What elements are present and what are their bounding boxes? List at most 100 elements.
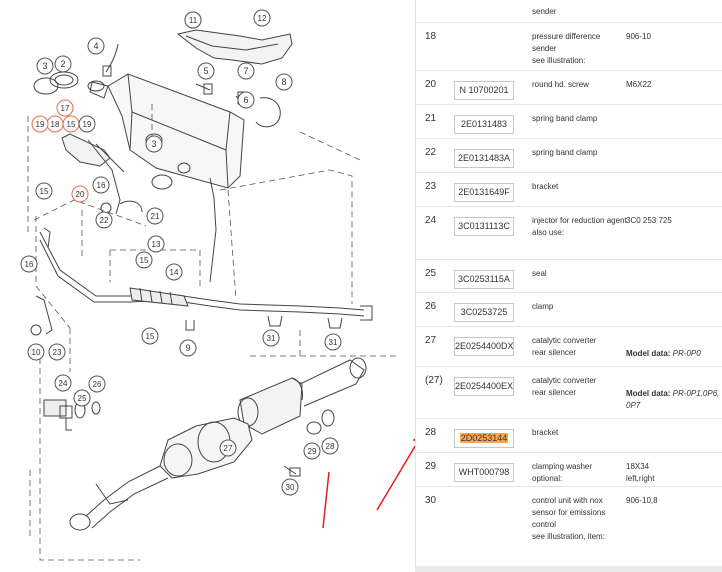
callout-24[interactable]: 24 bbox=[54, 374, 72, 392]
callout-circle bbox=[219, 439, 237, 457]
callout-17[interactable]: 17 bbox=[56, 99, 74, 117]
callout-8[interactable]: 8 bbox=[275, 73, 293, 91]
callout-label: 2 bbox=[60, 59, 65, 69]
part-number-button[interactable]: 2E0131483 bbox=[454, 115, 514, 134]
part-number-button[interactable]: N 10700201 bbox=[454, 81, 514, 100]
callout-circle bbox=[303, 442, 321, 460]
callout-circle bbox=[275, 73, 293, 91]
callout-28[interactable]: 28 bbox=[321, 437, 339, 455]
callout-7[interactable]: 7 bbox=[237, 62, 255, 80]
callout-6[interactable]: 6 bbox=[237, 91, 255, 109]
position-number: (27) bbox=[425, 375, 443, 386]
callout-15[interactable]: 15 bbox=[135, 251, 153, 269]
callout-31[interactable]: 31 bbox=[324, 333, 342, 351]
part-number-button[interactable]: 3C0253725 bbox=[454, 303, 514, 322]
callout-label: 9 bbox=[185, 343, 190, 353]
part-description: spring band clamp bbox=[532, 148, 598, 157]
callout-circle bbox=[78, 115, 96, 133]
part-number-button[interactable]: WHT000798 bbox=[454, 463, 514, 482]
callout-label: 13 bbox=[152, 240, 161, 249]
callout-label: 15 bbox=[140, 256, 149, 265]
callout-circle bbox=[73, 389, 91, 407]
callout-22[interactable]: 22 bbox=[95, 211, 113, 229]
callout-circle bbox=[20, 255, 38, 273]
callout-20[interactable]: 20 bbox=[71, 185, 89, 203]
callout-29[interactable]: 29 bbox=[303, 442, 321, 460]
callout-10[interactable]: 10 bbox=[27, 343, 45, 361]
callout-circle bbox=[146, 207, 164, 225]
red-pointer-arrows bbox=[322, 438, 415, 529]
callout-15[interactable]: 15 bbox=[62, 115, 80, 133]
part-description: spring band clamp bbox=[532, 114, 598, 123]
part-number-text: 2E0131483A bbox=[457, 153, 511, 163]
callout-label: 25 bbox=[78, 394, 87, 403]
part-number-button[interactable]: 2E0131649F bbox=[454, 183, 514, 202]
position-number: 25 bbox=[425, 268, 437, 279]
callout-circle bbox=[54, 55, 72, 73]
callout-12[interactable]: 12 bbox=[253, 9, 271, 27]
part-number-button[interactable]: 2D0253144 bbox=[454, 429, 514, 448]
callout-19[interactable]: 19 bbox=[78, 115, 96, 133]
part-number-text: N 10700201 bbox=[459, 85, 509, 95]
part-number-text: 2E0131649F bbox=[458, 187, 510, 197]
callout-circle bbox=[184, 11, 202, 29]
callout-27[interactable]: 27 bbox=[219, 439, 237, 457]
callout-11[interactable]: 11 bbox=[184, 11, 202, 29]
part-number-text: WHT000798 bbox=[458, 467, 510, 477]
callout-3[interactable]: 3 bbox=[145, 135, 163, 153]
callout-26[interactable]: 26 bbox=[88, 375, 106, 393]
callout-23[interactable]: 23 bbox=[48, 343, 66, 361]
callout-30[interactable]: 30 bbox=[281, 478, 299, 496]
part-number-button[interactable]: 2E0254400EX bbox=[454, 377, 514, 396]
callout-label: 16 bbox=[25, 260, 34, 269]
part-number-button[interactable]: 3C0253115A bbox=[454, 270, 514, 289]
callout-19[interactable]: 19 bbox=[31, 115, 49, 133]
callout-18[interactable]: 18 bbox=[46, 115, 64, 133]
callout-label: 30 bbox=[286, 483, 295, 492]
callout-13[interactable]: 13 bbox=[147, 235, 165, 253]
callout-label: 24 bbox=[59, 379, 68, 388]
part-description: clamp bbox=[532, 302, 554, 311]
callout-16[interactable]: 16 bbox=[92, 176, 110, 194]
callout-31[interactable]: 31 bbox=[262, 329, 280, 347]
callout-circle bbox=[253, 9, 271, 27]
callout-label: 10 bbox=[32, 348, 41, 357]
callout-15[interactable]: 15 bbox=[35, 182, 53, 200]
callout-5[interactable]: 5 bbox=[197, 62, 215, 80]
callout-4[interactable]: 4 bbox=[87, 37, 105, 55]
callout-14[interactable]: 14 bbox=[165, 263, 183, 281]
part-number-button[interactable]: 2E0131483A bbox=[454, 149, 514, 168]
part-number-text: 2D0253144 bbox=[459, 433, 509, 443]
part-info: M6X22 bbox=[626, 80, 652, 89]
part-info: 906-10,8 bbox=[626, 496, 658, 505]
part-description: bracket bbox=[532, 182, 559, 191]
callout-16[interactable]: 16 bbox=[20, 255, 38, 273]
part-number-button[interactable]: 3C0131113C bbox=[454, 217, 514, 236]
callout-circle bbox=[147, 235, 165, 253]
callout-3[interactable]: 3 bbox=[36, 57, 54, 75]
model-data: Model data: PR-0P0 bbox=[626, 349, 701, 358]
dashed-outline bbox=[27, 100, 400, 561]
callout-9[interactable]: 9 bbox=[179, 339, 197, 357]
callout-circle bbox=[54, 374, 72, 392]
position-number: 29 bbox=[425, 461, 437, 472]
callout-2[interactable]: 2 bbox=[54, 55, 72, 73]
part-info: 3C0 253 725 bbox=[626, 216, 672, 225]
callout-circle bbox=[145, 135, 163, 153]
callout-15[interactable]: 15 bbox=[141, 327, 159, 345]
callout-21[interactable]: 21 bbox=[146, 207, 164, 225]
part-number-button[interactable]: 2E0254400DX bbox=[454, 337, 514, 356]
callout-25[interactable]: 25 bbox=[73, 389, 91, 407]
callout-label: 31 bbox=[267, 334, 276, 343]
